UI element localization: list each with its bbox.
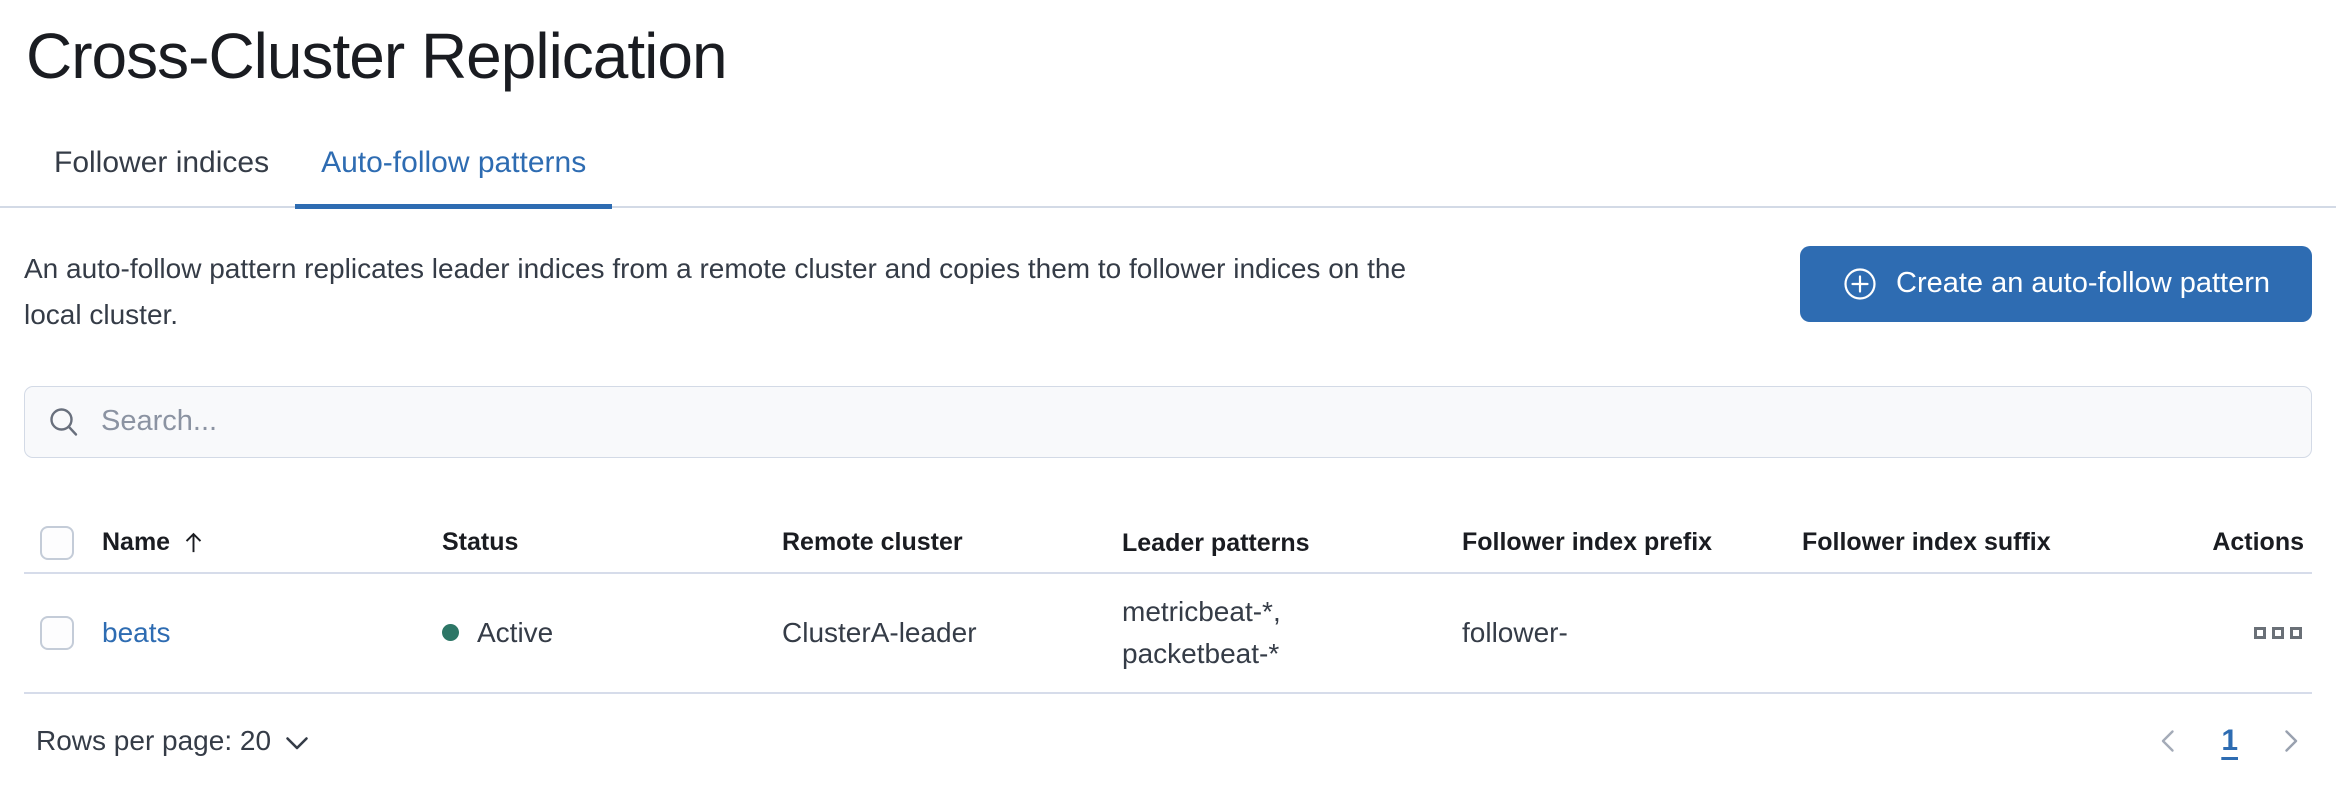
row-checkbox-cell xyxy=(24,615,102,650)
header-checkbox-cell xyxy=(24,525,102,560)
pattern-name-link[interactable]: beats xyxy=(102,616,171,648)
table-row: beats Active ClusterA-leader metricbeat-… xyxy=(24,574,2312,694)
column-header-remote-cluster: Remote cluster xyxy=(782,528,963,557)
name-cell: beats xyxy=(102,617,442,649)
boxes-horizontal-icon xyxy=(2254,626,2266,639)
remote-cluster-cell: ClusterA-leader xyxy=(782,616,977,648)
description-line-2: local cluster. xyxy=(24,298,179,330)
select-all-checkbox[interactable] xyxy=(40,525,74,560)
column-header-actions: Actions xyxy=(2212,528,2304,557)
tab-follower-indices[interactable]: Follower indices xyxy=(54,145,270,179)
search-input[interactable] xyxy=(101,405,2289,439)
plus-in-circle-icon xyxy=(1842,266,1878,302)
sort-ascending-icon xyxy=(180,529,207,556)
column-header-name-label: Name xyxy=(102,528,171,557)
actions-cell xyxy=(2142,621,2312,645)
column-header-follower-index-prefix: Follower index prefix xyxy=(1462,528,1713,557)
leader-pattern-line-2: packetbeat-* xyxy=(1122,637,1280,669)
rows-per-page-label: Rows per page: 20 xyxy=(36,724,272,756)
row-actions-button[interactable] xyxy=(2252,621,2304,645)
pagination-controls: 1 xyxy=(2151,720,2312,762)
intro-row: An auto-follow pattern replicates leader… xyxy=(24,245,2312,338)
page-number-1[interactable]: 1 xyxy=(2221,723,2238,757)
create-button-label: Create an auto-follow pattern xyxy=(1896,267,2270,300)
chevron-left-icon xyxy=(2155,724,2181,758)
column-header-status: Status xyxy=(442,528,519,557)
column-header-name[interactable]: Name xyxy=(102,528,442,557)
next-page-button[interactable] xyxy=(2274,720,2308,762)
search-bar xyxy=(24,385,2312,458)
auto-follow-patterns-table: Name Status Remote cluster Leader patter… xyxy=(24,514,2312,694)
leader-patterns-cell: metricbeat-*, packetbeat-* xyxy=(1122,591,1462,675)
search-icon xyxy=(47,405,81,439)
select-row-checkbox[interactable] xyxy=(40,615,74,650)
rows-per-page-selector[interactable]: Rows per page: 20 xyxy=(36,725,309,757)
previous-page-button[interactable] xyxy=(2151,720,2185,762)
table-footer: Rows per page: 20 1 xyxy=(24,720,2312,762)
tabs-bar: Follower indices Auto-follow patterns xyxy=(0,134,2336,209)
description-text: An auto-follow pattern replicates leader… xyxy=(24,246,1406,338)
description-line-1: An auto-follow pattern replicates leader… xyxy=(24,252,1407,284)
column-header-leader-patterns: Leader patterns xyxy=(1122,528,1310,557)
column-header-follower-index-suffix: Follower index suffix xyxy=(1802,528,2051,557)
chevron-right-icon xyxy=(2278,724,2304,758)
create-auto-follow-pattern-button[interactable]: Create an auto-follow pattern xyxy=(1800,245,2312,322)
chevron-down-icon xyxy=(285,736,309,751)
cross-cluster-replication-page: Cross-Cluster Replication Follower indic… xyxy=(0,20,2336,762)
page-title: Cross-Cluster Replication xyxy=(26,20,728,92)
leader-pattern-line-1: metricbeat-*, xyxy=(1122,595,1281,627)
auto-follow-patterns-panel: An auto-follow pattern replicates leader… xyxy=(0,245,2336,762)
table-header-row: Name Status Remote cluster Leader patter… xyxy=(24,514,2312,574)
status-cell: Active xyxy=(442,617,782,649)
tab-auto-follow-patterns[interactable]: Auto-follow patterns xyxy=(295,134,613,209)
follower-index-prefix-cell: follower- xyxy=(1462,616,1568,648)
status-label: Active xyxy=(477,616,554,648)
status-active-dot-icon xyxy=(442,624,459,642)
